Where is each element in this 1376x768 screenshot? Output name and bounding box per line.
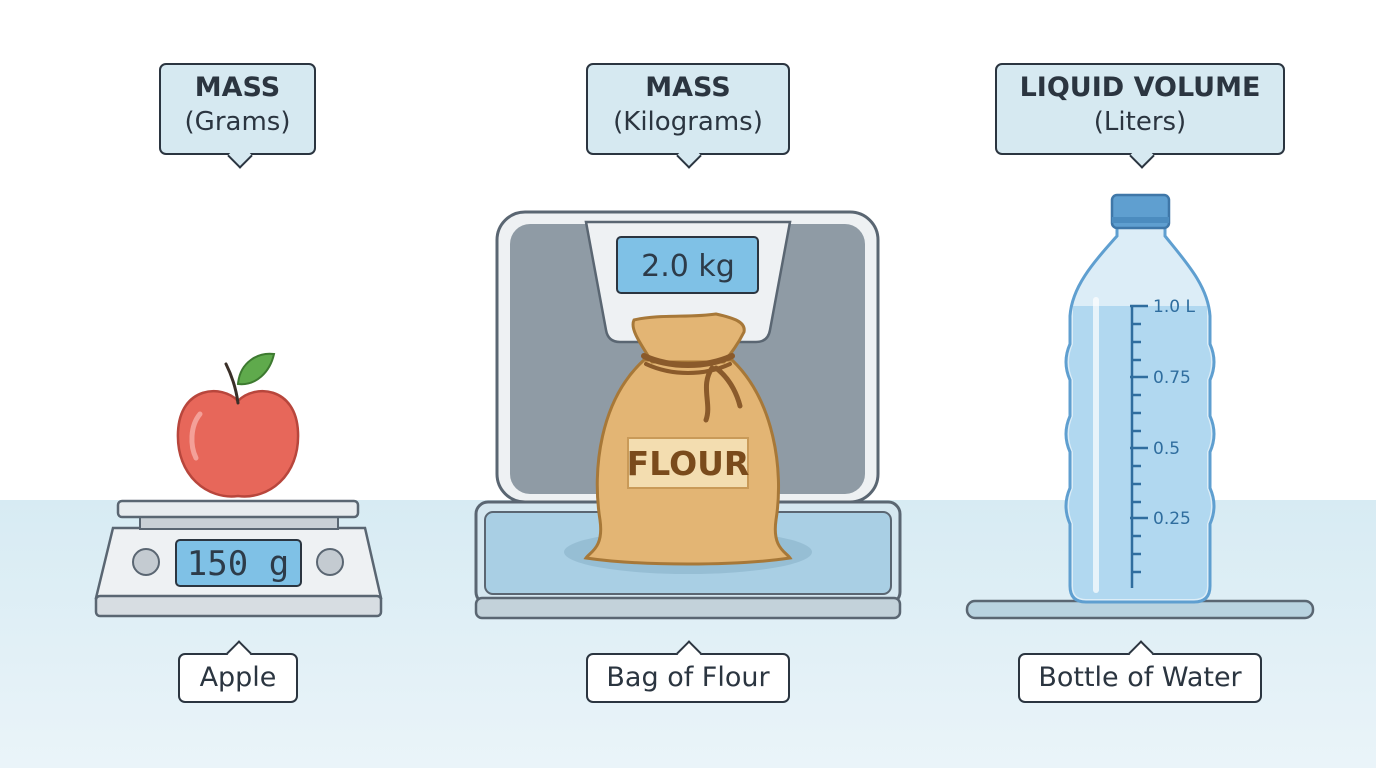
label-bottle-of-water: Bottle of Water <box>1018 640 1262 703</box>
callout-unit: (Grams) <box>184 107 291 137</box>
kitchen-scale: 150 g <box>94 499 383 618</box>
callout-unit: (Liters) <box>1093 107 1187 137</box>
label-text: Bottle of Water <box>1038 662 1242 693</box>
callout-grams: MASS (Grams) <box>159 63 316 169</box>
scale-mark-075: 0.75 <box>1153 368 1191 388</box>
flour-sack: FLOUR <box>583 312 793 566</box>
volume-scale <box>1130 304 1148 588</box>
callout-liters: LIQUID VOLUME (Liters) <box>995 63 1285 169</box>
bottle-shelf <box>965 599 1315 620</box>
callout-heading: MASS <box>645 72 731 103</box>
scale-left-button <box>132 548 160 576</box>
sack-label <box>627 437 749 489</box>
label-text: Bag of Flour <box>606 662 770 693</box>
kilogram-display-reading: 2.0 kg <box>641 249 735 284</box>
apple-stem <box>224 362 240 405</box>
callout-heading: MASS <box>194 72 281 103</box>
scale-right-button <box>316 548 344 576</box>
callout-kilograms: MASS (Kilograms) <box>586 63 790 169</box>
apple <box>176 352 300 498</box>
callout-unit: (Kilograms) <box>613 107 763 137</box>
gram-display <box>175 539 302 587</box>
water-fill <box>1069 306 1211 599</box>
label-text: Apple <box>199 662 277 693</box>
label-apple: Apple <box>178 640 298 703</box>
bottle-cap <box>1110 193 1171 230</box>
scale-mark-05: 0.5 <box>1153 439 1180 459</box>
callout-heading: LIQUID VOLUME <box>1019 72 1261 103</box>
scale-mark-025: 0.25 <box>1153 509 1191 529</box>
apple-leaf <box>236 352 276 386</box>
water-bottle: 1.0 L 0.75 0.5 0.25 <box>965 193 1315 620</box>
sack-tie <box>641 353 735 368</box>
gram-display-reading: 150 g <box>187 544 289 584</box>
scale-mark-1l: 1.0 L <box>1153 297 1195 317</box>
label-bag-of-flour: Bag of Flour <box>586 640 790 703</box>
sack-label-text: FLOUR <box>627 444 750 483</box>
kilogram-display <box>616 236 759 294</box>
